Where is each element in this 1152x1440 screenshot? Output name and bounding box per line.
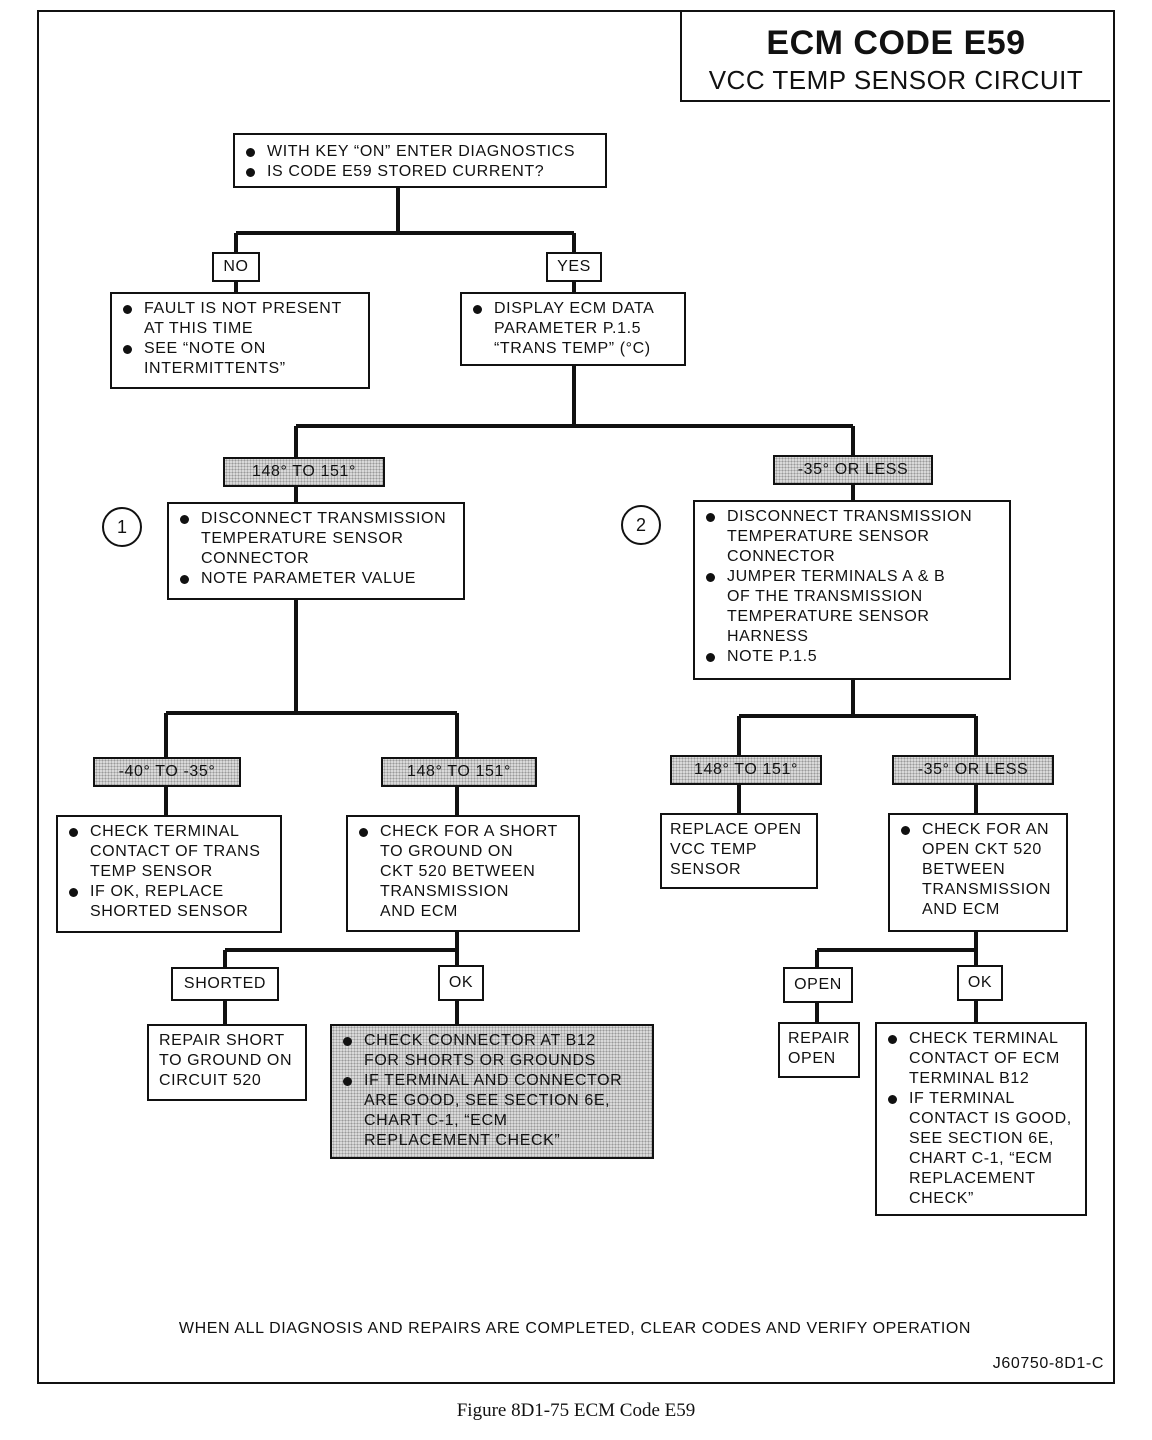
figure-caption: Figure 8D1-75 ECM Code E59: [456, 1400, 696, 1421]
fault-line-2: AT THIS TIME: [144, 320, 254, 337]
cte-line-4: IF TERMINAL: [885, 1089, 1077, 1109]
co-line-3: BETWEEN: [922, 861, 1006, 878]
replace-open-box: REPLACE OPEN VCC TEMP SENSOR: [660, 813, 818, 889]
rs-line-2: TO GROUND ON: [159, 1052, 293, 1069]
check-terminal-ecm-box: CHECK TERMINAL CONTACT OF ECM TERMINAL B…: [875, 1022, 1087, 1216]
fault-line-3: SEE “NOTE ON: [120, 339, 360, 359]
cte-line-8: REPLACEMENT: [909, 1170, 1036, 1187]
step2-line-4: JUMPER TERMINALS A & B: [703, 567, 1001, 587]
rop-line-2: OPEN: [788, 1050, 836, 1067]
check-short-box: CHECK FOR A SHORT TO GROUND ON CKT 520 B…: [346, 815, 580, 932]
cc-line-4: ARE GOOD, SEE SECTION 6E,: [364, 1092, 611, 1109]
step2-line-7: HARNESS: [727, 628, 809, 645]
check-terminal-trans-box: CHECK TERMINAL CONTACT OF TRANS TEMP SEN…: [56, 815, 282, 933]
range-mid-label: -40° TO -35°: [93, 757, 241, 787]
cc-line-1: CHECK CONNECTOR AT B12: [340, 1031, 644, 1051]
co-line-1: CHECK FOR AN: [898, 820, 1058, 840]
step-2-box: DISCONNECT TRANSMISSION TEMPERATURE SENS…: [693, 500, 1011, 680]
step2-line-8: NOTE P.1.5: [703, 647, 1001, 667]
branch-open-label: OPEN: [783, 967, 853, 1003]
cte-line-6: SEE SECTION 6E,: [909, 1130, 1055, 1147]
rs-line-3: CIRCUIT 520: [159, 1072, 262, 1089]
step1-line-3: CONNECTOR: [201, 550, 310, 567]
ctt-line-1: CHECK TERMINAL: [66, 822, 272, 842]
cs-line-2: TO GROUND ON: [380, 843, 514, 860]
repair-short-box: REPAIR SHORT TO GROUND ON CIRCUIT 520: [147, 1024, 307, 1101]
range-high-label-2: 148° TO 151°: [381, 757, 537, 787]
cte-line-2: CONTACT OF ECM: [909, 1050, 1060, 1067]
branch-ok-label-left: OK: [438, 965, 484, 1001]
repair-open-box: REPAIR OPEN: [778, 1022, 860, 1078]
step2-line-6: TEMPERATURE SENSOR: [727, 608, 930, 625]
rop-line-1: REPAIR: [788, 1030, 850, 1047]
display-line-2: PARAMETER P.1.5: [494, 320, 642, 337]
step2-line-1: DISCONNECT TRANSMISSION: [703, 507, 1001, 527]
start-box: WITH KEY “ON” ENTER DIAGNOSTICS IS CODE …: [233, 133, 607, 188]
step-2-marker: 2: [621, 505, 661, 545]
reference-code: J60750-8D1-C: [992, 1355, 1104, 1372]
cte-line-9: CHECK”: [909, 1190, 974, 1207]
cte-line-1: CHECK TERMINAL: [885, 1029, 1077, 1049]
diagram-frame: [37, 10, 1115, 1384]
step2-line-5: OF THE TRANSMISSION: [727, 588, 923, 605]
footer-note: WHEN ALL DIAGNOSIS AND REPAIRS ARE COMPL…: [178, 1320, 972, 1337]
cs-line-3: CKT 520 BETWEEN: [380, 863, 536, 880]
rs-line-1: REPAIR SHORT: [159, 1032, 285, 1049]
branch-ok-label-right: OK: [957, 965, 1003, 1001]
step1-line-4: NOTE PARAMETER VALUE: [177, 569, 455, 589]
co-line-5: AND ECM: [922, 901, 1000, 918]
ctt-line-2: CONTACT OF TRANS: [90, 843, 261, 860]
start-line-1: WITH KEY “ON” ENTER DIAGNOSTICS: [243, 142, 597, 162]
co-line-4: TRANSMISSION: [922, 881, 1051, 898]
cc-line-3: IF TERMINAL AND CONNECTOR: [340, 1071, 644, 1091]
step-1-marker: 1: [102, 507, 142, 547]
step1-line-1: DISCONNECT TRANSMISSION: [177, 509, 455, 529]
cs-line-4: TRANSMISSION: [380, 883, 509, 900]
ctt-line-4: IF OK, REPLACE: [66, 882, 272, 902]
cte-line-5: CONTACT IS GOOD,: [909, 1110, 1072, 1127]
fault-line-1: FAULT IS NOT PRESENT: [120, 299, 360, 319]
step2-line-3: CONNECTOR: [727, 548, 836, 565]
cc-line-6: REPLACEMENT CHECK”: [364, 1132, 561, 1149]
step2-line-2: TEMPERATURE SENSOR: [727, 528, 930, 545]
display-line-1: DISPLAY ECM DATA: [470, 299, 676, 319]
branch-yes-label: YES: [546, 252, 602, 282]
branch-shorted-label: SHORTED: [171, 967, 279, 1001]
page-subtitle: VCC TEMP SENSOR CIRCUIT: [708, 65, 1084, 95]
ro-line-3: SENSOR: [670, 861, 742, 878]
check-connector-box: CHECK CONNECTOR AT B12 FOR SHORTS OR GRO…: [330, 1024, 654, 1159]
start-line-2: IS CODE E59 STORED CURRENT?: [243, 162, 597, 182]
cs-line-1: CHECK FOR A SHORT: [356, 822, 570, 842]
cte-line-7: CHART C-1, “ECM: [909, 1150, 1053, 1167]
check-open-box: CHECK FOR AN OPEN CKT 520 BETWEEN TRANSM…: [888, 813, 1068, 932]
range-low-label-2: -35° OR LESS: [892, 755, 1054, 785]
step1-line-2: TEMPERATURE SENSOR: [201, 530, 404, 547]
range-low-label: -35° OR LESS: [773, 455, 933, 485]
ctt-line-5: SHORTED SENSOR: [90, 903, 249, 920]
range-high-label: 148° TO 151°: [223, 457, 385, 487]
cc-line-5: CHART C-1, “ECM: [364, 1112, 508, 1129]
branch-no-label: NO: [212, 252, 260, 282]
title-box: ECM CODE E59 VCC TEMP SENSOR CIRCUIT: [680, 12, 1110, 102]
ro-line-2: VCC TEMP: [670, 841, 758, 858]
range-high-label-3: 148° TO 151°: [670, 755, 822, 785]
ctt-line-3: TEMP SENSOR: [90, 863, 213, 880]
cs-line-5: AND ECM: [380, 903, 458, 920]
cte-line-3: TERMINAL B12: [909, 1070, 1030, 1087]
display-line-3: “TRANS TEMP” (°C): [494, 340, 651, 357]
fault-line-4: INTERMITTENTS”: [144, 360, 286, 377]
step-1-box: DISCONNECT TRANSMISSION TEMPERATURE SENS…: [167, 502, 465, 600]
ro-line-1: REPLACE OPEN: [670, 821, 802, 838]
cc-line-2: FOR SHORTS OR GROUNDS: [364, 1052, 596, 1069]
co-line-2: OPEN CKT 520: [922, 841, 1042, 858]
fault-not-present-box: FAULT IS NOT PRESENT AT THIS TIME SEE “N…: [110, 292, 370, 389]
display-data-box: DISPLAY ECM DATA PARAMETER P.1.5 “TRANS …: [460, 292, 686, 366]
page-title: ECM CODE E59: [766, 24, 1026, 62]
